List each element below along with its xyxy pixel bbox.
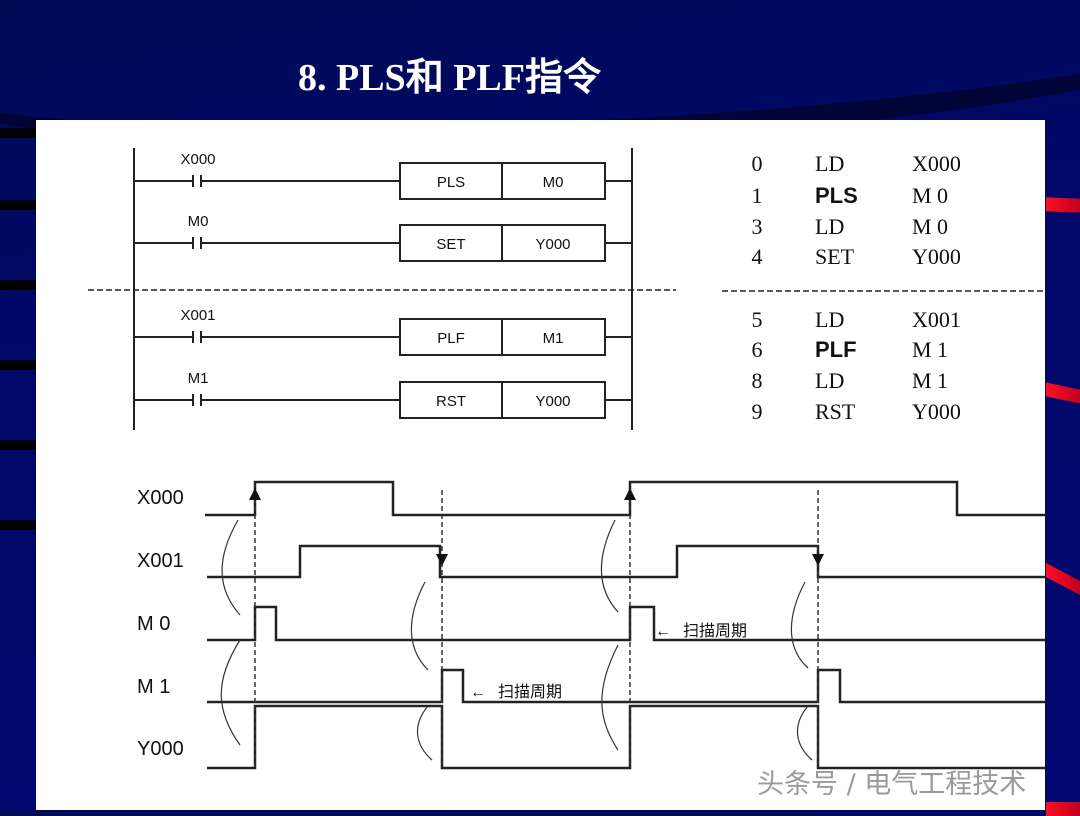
list-step: 0 [752,151,763,176]
ladder-rung [134,162,632,200]
contact-label: X001 [180,307,215,324]
signal-label: M 1 [137,676,170,698]
operand-label: Y000 [535,393,570,410]
causality-arrow-icon [221,519,241,616]
list-operand: X000 [912,151,961,176]
list-op: PLF [815,337,857,362]
instruction-label: RST [436,393,466,410]
list-step: 8 [752,368,763,393]
scan-arrow-icon: ← [655,623,671,640]
decor-stripe [0,440,36,450]
contact-label: M0 [188,213,209,230]
decor-red-mark [1046,802,1080,816]
causality-arrow-icon [220,639,241,746]
list-operand: Y000 [912,399,961,424]
list-operand: M 0 [912,214,948,239]
list-step: 6 [752,337,763,362]
slide-title: 8. PLS和 PLF指令 [298,57,601,99]
decor-stripe [0,280,36,290]
decor-stripe [0,360,36,370]
operand-label: M0 [543,174,564,191]
decor-red-mark [1046,382,1080,404]
operand-label: Y000 [535,236,570,253]
ladder-diagram [88,148,1045,430]
signal-waveform [207,544,1045,579]
list-op: RST [815,399,856,424]
list-step: 9 [752,399,763,424]
signal-label: X000 [137,487,184,509]
list-op: LD [815,307,844,332]
list-operand: M 1 [912,337,948,362]
decor-red-mark [1046,562,1080,596]
contact-label: X000 [180,151,215,168]
ladder-rung [134,318,632,356]
watermark: 头条号 / 电气工程技术 [757,769,1027,800]
scan-cycle-label: 扫描周期 [498,683,562,701]
list-op: PLS [815,183,858,208]
signal-waveform [207,605,1045,642]
list-step: 3 [752,214,763,239]
list-op: LD [815,368,844,393]
signal-waveform [207,668,1045,704]
scan-cycle-label: 扫描周期 [683,622,747,640]
list-operand: M 1 [912,368,948,393]
list-op: LD [815,214,844,239]
list-step: 5 [752,307,763,332]
decor-stripe [0,200,36,210]
instruction-label: PLS [437,174,465,191]
rising-edge-arrow-icon [624,488,636,500]
decor-red-mark [1046,197,1080,213]
list-operand: M 0 [912,183,948,208]
causality-arrow-icon [600,519,619,613]
instruction-label: SET [436,236,465,253]
decor-stripe [0,520,36,530]
contact-label: M1 [188,370,209,387]
decor-stripe [0,128,36,138]
causality-arrow-icon [416,705,433,761]
scan-arrow-icon: ← [470,684,486,701]
list-operand: X001 [912,307,961,332]
falling-edge-arrow-icon [812,554,824,566]
list-operand: Y000 [912,244,961,269]
falling-edge-arrow-icon [436,554,448,566]
signal-label: M 0 [137,613,170,635]
signal-label: Y000 [137,738,184,760]
causality-arrow-icon [796,705,813,761]
instruction-label: PLF [437,330,465,347]
list-step: 1 [752,183,763,208]
ladder-rung [134,381,632,419]
operand-label: M1 [543,330,564,347]
list-op: LD [815,151,844,176]
rising-edge-arrow-icon [249,488,261,500]
list-step: 4 [752,244,763,269]
signal-waveform [207,704,1045,770]
signal-label: X001 [137,550,184,572]
ladder-rung [134,224,632,262]
causality-arrow-icon [790,581,809,669]
list-op: SET [815,244,855,269]
causality-arrow-icon [601,644,619,751]
causality-arrow-icon [410,581,429,671]
